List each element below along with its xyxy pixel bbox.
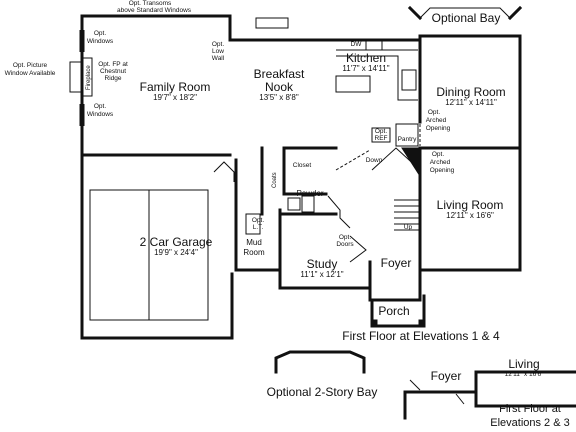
label-opt-windows-top2: Windows bbox=[86, 38, 114, 45]
label-window-available: Window Available bbox=[4, 70, 56, 77]
window-west-bot bbox=[79, 104, 85, 126]
label-powder: Powder bbox=[296, 189, 324, 198]
label-kitchen-dim: 11'7" x 14'11" bbox=[342, 64, 390, 73]
optional-bay-outline bbox=[419, 7, 511, 19]
porch-column-left bbox=[370, 319, 378, 327]
label-dw: DW bbox=[350, 41, 362, 48]
study-doors bbox=[349, 235, 367, 263]
vanity bbox=[301, 195, 315, 213]
label-opt-fp-1: Opt. FP at bbox=[98, 61, 128, 68]
opt-ref-box bbox=[371, 127, 391, 143]
label-family-room: Family Room bbox=[139, 80, 211, 94]
label-optional-bay-top: Optional Bay bbox=[431, 11, 501, 25]
label-living-inset-dim: 12'11" x 16'6" bbox=[504, 371, 544, 378]
label-family-room-dim: 19'7" x 18'2" bbox=[153, 93, 197, 102]
kitchen-island bbox=[335, 75, 371, 93]
label-opt-transoms: Opt. Transoms bbox=[128, 0, 172, 7]
outer-wall-north bbox=[80, 14, 422, 42]
label-down: Down bbox=[365, 157, 383, 164]
fireplace-hearth bbox=[81, 57, 93, 97]
label-opt-low-wall-1: Opt. bbox=[211, 41, 225, 48]
label-opt-doors-2: Doors bbox=[336, 241, 354, 248]
label-opt-arched-2b: Arched bbox=[429, 159, 451, 166]
label-opt-picture: Opt. Picture bbox=[12, 62, 48, 69]
label-opt-fp-2: Chestnut bbox=[99, 68, 127, 75]
label-opt-ref-1: Opt. bbox=[374, 128, 388, 135]
label-opt-doors-1: Opt. bbox=[338, 234, 352, 241]
label-first-floor-1-4: First Floor at Elevations 1 & 4 bbox=[342, 329, 500, 343]
label-first-floor-2-3a: First Floor at bbox=[499, 403, 561, 415]
label-dining-room: Dining Room bbox=[436, 85, 506, 99]
label-opt-ref-2: REF bbox=[374, 135, 388, 142]
label-living-inset: Living bbox=[508, 357, 540, 371]
label-opt-low-wall-2: Low bbox=[212, 48, 224, 55]
garage-walls bbox=[80, 156, 234, 340]
label-pantry: Pantry bbox=[397, 136, 417, 143]
label-up: Up bbox=[403, 224, 413, 231]
range bbox=[401, 69, 417, 91]
label-opt-windows-bot: Opt. bbox=[93, 103, 107, 110]
label-opt-lt-1: Opt. bbox=[251, 217, 265, 224]
label-opt-arched-1a: Opt. bbox=[427, 109, 441, 116]
porch-walls bbox=[370, 294, 426, 328]
label-mud-room-1: Mud bbox=[246, 238, 262, 247]
label-breakfast-nook2: Nook bbox=[264, 80, 294, 94]
bay-inset-walls bbox=[274, 350, 366, 374]
stair-solid bbox=[401, 147, 421, 178]
label-optional-2story-bay: Optional 2-Story Bay bbox=[266, 385, 378, 399]
label-living-room: Living Room bbox=[436, 198, 504, 212]
label-study: Study bbox=[306, 257, 338, 271]
sink bbox=[365, 39, 383, 51]
outer-wall-east-dining bbox=[418, 34, 522, 272]
label-mud-room-2: Room bbox=[243, 248, 265, 257]
label-breakfast-dim: 13'5" x 8'8" bbox=[259, 93, 299, 102]
pantry-box bbox=[395, 123, 419, 147]
toilet bbox=[287, 197, 301, 211]
inset-foyer-door bbox=[409, 379, 465, 405]
label-opt-arched-2c: Opening bbox=[429, 167, 455, 174]
label-garage-dim: 19'9" x 24'4" bbox=[154, 248, 198, 257]
opt-lt-box bbox=[245, 213, 261, 235]
label-first-floor-2-3b: Elevations 2 & 3 bbox=[490, 417, 570, 429]
study-walls bbox=[278, 208, 372, 290]
label-coats: Coats bbox=[272, 172, 278, 188]
foyer-walls bbox=[368, 268, 422, 302]
study-angle-wall bbox=[327, 195, 351, 229]
label-opt-windows-top: Opt. bbox=[93, 30, 107, 37]
top-bay-walls bbox=[407, 5, 523, 21]
label-closet: Closet bbox=[292, 162, 312, 169]
label-kitchen: Kitchen bbox=[345, 51, 387, 65]
label-opt-arched-2a: Opt. bbox=[431, 151, 445, 158]
garage-steps bbox=[213, 161, 235, 182]
label-dining-dim: 12'11" x 14'11" bbox=[445, 98, 497, 107]
elev23-inset-lower bbox=[474, 390, 576, 408]
label-opt-arched-1b: Arched bbox=[425, 117, 447, 124]
label-opt-lt-2: L.T. bbox=[252, 224, 264, 231]
label-fireplace: Fireplace bbox=[86, 65, 92, 90]
north-slider bbox=[255, 17, 289, 29]
window-west-top bbox=[79, 30, 85, 52]
label-study-dim: 11'1" x 12'1" bbox=[300, 270, 344, 279]
label-foyer-inset: Foyer bbox=[430, 369, 462, 383]
label-opt-low-wall-3: Wall bbox=[211, 55, 225, 62]
label-opt-windows-bot2: Windows bbox=[86, 111, 114, 118]
label-porch: Porch bbox=[378, 304, 410, 318]
fireplace-box bbox=[69, 61, 83, 93]
label-garage: 2 Car Garage bbox=[139, 235, 213, 249]
label-opt-fp-3: Ridge bbox=[104, 75, 122, 82]
powder-wall bbox=[282, 146, 328, 196]
hall-dashed bbox=[335, 149, 371, 171]
label-living-dim: 12'11" x 16'6" bbox=[446, 211, 494, 220]
label-above-std-windows: above Standard Windows bbox=[116, 7, 192, 14]
stairs bbox=[394, 199, 420, 231]
porch-column-right bbox=[418, 319, 426, 327]
label-opt-arched-1c: Opening bbox=[425, 125, 451, 132]
label-foyer: Foyer bbox=[380, 256, 412, 270]
label-breakfast-nook: Breakfast bbox=[253, 67, 305, 81]
